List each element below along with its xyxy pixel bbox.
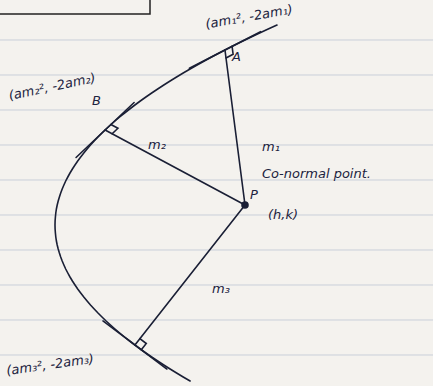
point-name: A [232,50,241,64]
slope-label: m₂ [148,138,166,152]
slope-label: m₁ [262,140,280,154]
point-dot [242,202,248,208]
point-name: B [92,94,101,108]
normal-line [225,50,245,205]
coordinate-label: (am₁², -2am₁) [204,2,293,31]
box-edge [0,0,150,14]
point-name: P [250,188,258,202]
note-text: Co-normal point. [262,167,371,181]
right-angle-mark [111,124,118,133]
coordinate-label: (h,k) [268,208,298,222]
right-angle-mark [140,339,146,350]
normal-line [105,130,245,205]
coordinate-label: (am₂², -2am₂) [7,71,96,103]
normal-line [135,205,245,345]
ruled-lines [0,40,433,355]
slope-label: m₃ [212,282,230,296]
coordinate-label: (am₃², -2am₃) [5,352,94,378]
